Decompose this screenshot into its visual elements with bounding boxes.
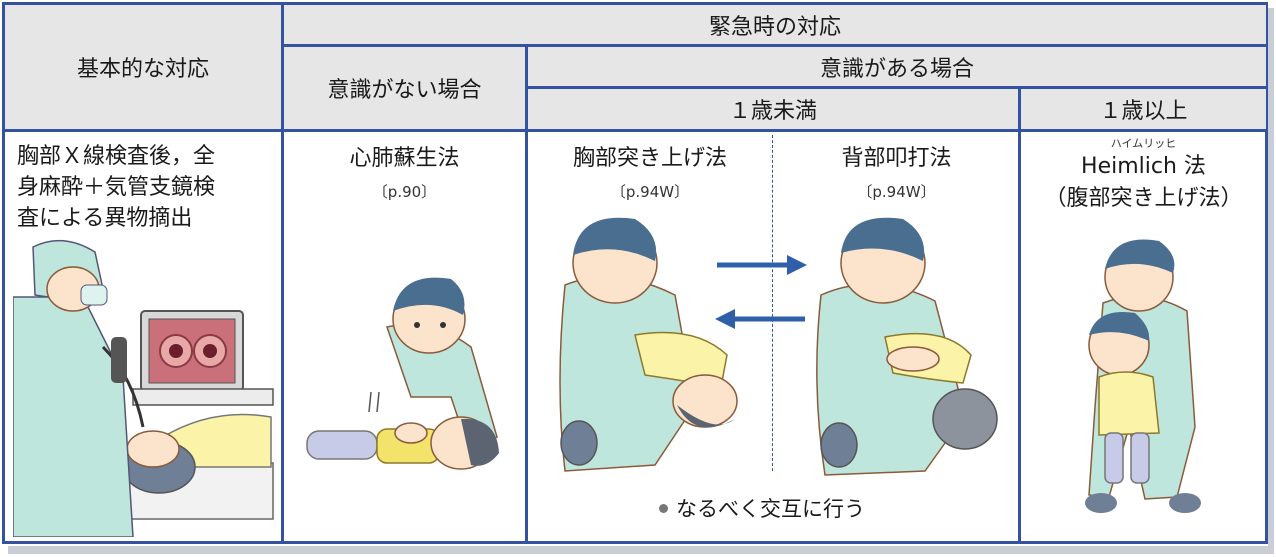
arrow-right-icon <box>787 255 807 275</box>
alternate-note: なるべく交互に行う <box>659 493 865 523</box>
heimlich-ruby: ハイムリッヒ <box>1110 137 1177 150</box>
back-blow-illustration <box>816 217 998 476</box>
header-under1-label: １歳未満 <box>728 99 817 124</box>
divider-col4 <box>1018 89 1021 541</box>
chest-thrust-ref: 〔p.94W〕 <box>610 183 690 201</box>
header-under1: １歳未満 <box>528 89 1018 129</box>
frame-shadow-right <box>1268 8 1274 554</box>
header-over1-label: １歳以上 <box>1099 99 1188 124</box>
basic-text: 胸部Ｘ線検査後，全 身麻酔＋気管支鏡検 査による異物摘出 <box>17 141 277 234</box>
header-emergency-label: 緊急時の対応 <box>708 14 841 40</box>
basic-text-line: 胸部Ｘ線検査後，全 <box>17 144 216 169</box>
alternate-arrows <box>715 255 807 329</box>
header-unconscious: 意識がない場合 <box>284 47 525 129</box>
bullet-icon <box>659 503 668 513</box>
basic-text-line: 査による異物摘出 <box>17 206 193 231</box>
header-conscious-label: 意識がある場合 <box>819 56 974 82</box>
bronchoscopy-illustration <box>13 239 274 537</box>
header-basic: 基本的な対応 <box>5 5 281 129</box>
alternate-note-label: なるべく交互に行う <box>676 497 865 521</box>
divider-header <box>5 129 1266 132</box>
cpr-illustration <box>306 277 499 470</box>
chest-thrust-title: 胸部突き上げ法 <box>572 146 727 171</box>
arrow-left-icon <box>715 309 735 329</box>
divider-emergency <box>284 44 1266 47</box>
header-emergency: 緊急時の対応 <box>284 5 1266 44</box>
divider-col1 <box>281 5 284 541</box>
chest-thrust-illustration <box>559 217 738 472</box>
heimlich-illustration <box>1085 239 1201 513</box>
header-unconscious-label: 意識がない場合 <box>327 78 482 103</box>
heimlich-title: Heimlich 法 <box>1081 154 1206 179</box>
cpr-ref: 〔p.90〕 <box>372 183 437 201</box>
back-blow-title: 背部叩打法 <box>841 146 952 171</box>
cpr-title: 心肺蘇生法 <box>349 146 460 171</box>
divider-conscious <box>528 86 1266 89</box>
response-table: 基本的な対応 緊急時の対応 意識がない場合 意識がある場合 １歳未満 １歳以上 … <box>2 2 1268 544</box>
header-over1: １歳以上 <box>1021 89 1266 129</box>
basic-text-line: 身麻酔＋気管支鏡検 <box>17 175 216 200</box>
header-conscious: 意識がある場合 <box>528 47 1266 86</box>
frame-shadow-bottom <box>8 546 1272 554</box>
divider-dashed <box>772 135 773 471</box>
header-basic-label: 基本的な対応 <box>76 57 209 82</box>
divider-col2 <box>525 47 528 541</box>
heimlich-subtitle: （腹部突き上げ法） <box>1044 186 1243 211</box>
back-blow-ref: 〔p.94W〕 <box>857 183 936 201</box>
